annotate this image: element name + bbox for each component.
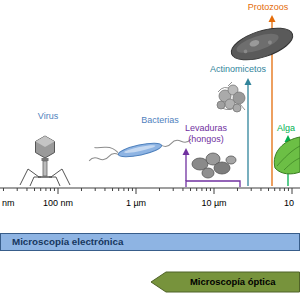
- axis-tick: [206, 188, 207, 191]
- axis-ticks: [0, 188, 292, 194]
- axis-tick: [17, 188, 18, 191]
- protozoon-nucleus: [249, 39, 260, 48]
- axis-tick: [50, 188, 51, 191]
- band-fill: [1, 234, 300, 251]
- axis-tick: [190, 188, 191, 191]
- bacterium-cell: [117, 141, 162, 160]
- virus-leg: [49, 177, 60, 186]
- axis-tick: [279, 188, 280, 191]
- flagellum: [94, 143, 118, 157]
- axis-tick: [104, 188, 105, 191]
- axis-tick: [268, 188, 269, 191]
- axis-tick: [260, 188, 261, 191]
- axis-tick: [201, 188, 202, 191]
- axis-tick: [45, 188, 46, 191]
- axis-tick: [34, 188, 35, 191]
- spore-cluster: [233, 104, 241, 112]
- axis-tick: [251, 188, 252, 191]
- bacterium-highlight: [124, 144, 156, 155]
- axis-tick: [288, 188, 289, 191]
- arrow-fill: [151, 272, 300, 292]
- yeast-leader: [185, 152, 186, 181]
- protozoon-cell: [228, 22, 297, 67]
- protozoon-figure: [228, 22, 297, 67]
- yeast-bracket: [186, 181, 240, 187]
- band-label: Microscopía electrónica: [12, 236, 300, 248]
- yeast-cell: [226, 156, 236, 164]
- axis-label: 10 µm: [201, 198, 226, 209]
- yeast-figure: [192, 153, 236, 178]
- axis-tick: [196, 188, 197, 191]
- axis-tick: [214, 188, 215, 194]
- axis-tick: [81, 188, 82, 191]
- axis-tick: [237, 188, 238, 191]
- arrowhead: [183, 148, 190, 155]
- yeast-cell: [214, 162, 230, 174]
- scale-axis: [0, 187, 300, 188]
- actinomycete-figure: [217, 82, 245, 112]
- axis-tick: [118, 188, 119, 191]
- axis-tick: [26, 188, 27, 191]
- axis-tick: [173, 188, 174, 191]
- arrowhead: [269, 15, 276, 22]
- axis-tick: [132, 188, 133, 191]
- axis-tick: [54, 188, 55, 191]
- axis-label: 10: [284, 198, 294, 209]
- yeast-cell: [202, 168, 214, 178]
- virus-head: [36, 136, 55, 158]
- vacuole: [243, 49, 248, 54]
- axis-tick: [136, 188, 137, 194]
- axis-tick: [123, 188, 124, 191]
- axis-tick: [40, 188, 41, 191]
- vacuole: [267, 40, 272, 45]
- group-label: Bacterias: [141, 115, 179, 126]
- virus-leg: [30, 177, 41, 186]
- bacterium-figure: [87, 127, 192, 165]
- axis-label: nm: [2, 198, 15, 209]
- axis-tick: [128, 188, 129, 191]
- axis-tick: [284, 188, 285, 191]
- group-label: Protozoos: [248, 2, 289, 13]
- axis-label: 1 µm: [126, 198, 146, 209]
- axis-label: 100 nm: [43, 198, 73, 209]
- group-label: Levaduras (hongos): [179, 123, 233, 145]
- virus-collar: [42, 158, 49, 161]
- axis-tick: [3, 188, 4, 191]
- spore-cluster: [217, 101, 225, 109]
- group-label: Alga: [277, 123, 295, 134]
- group-label: Actinomicetos: [210, 64, 266, 75]
- virus-figure: [20, 136, 70, 186]
- algae-figure: [274, 137, 300, 174]
- axis-tick: [292, 188, 293, 194]
- virus-tail: [43, 161, 47, 176]
- actinomycete-leader: [247, 83, 248, 186]
- method-band: Microscopía electrónica: [0, 233, 300, 251]
- axis-tick: [182, 188, 183, 191]
- axis-tick: [112, 188, 113, 191]
- band-label: Microscopía óptica: [190, 276, 300, 288]
- flagellum: [89, 153, 119, 163]
- arrowhead: [245, 78, 252, 85]
- axis-tick: [58, 188, 59, 194]
- virus-head-face: [36, 136, 55, 147]
- hypha: [218, 82, 245, 110]
- flagellum: [161, 137, 191, 147]
- axis-tick: [95, 188, 96, 191]
- axis-tick: [210, 188, 211, 191]
- protozoon-body: [234, 30, 280, 57]
- axis-tick: [159, 188, 160, 191]
- algae-vein: [277, 146, 300, 170]
- method-arrow: Microscopía óptica: [150, 271, 300, 293]
- algae-blade: [274, 137, 300, 174]
- group-label: Virus: [38, 111, 58, 122]
- axis-tick: [274, 188, 275, 191]
